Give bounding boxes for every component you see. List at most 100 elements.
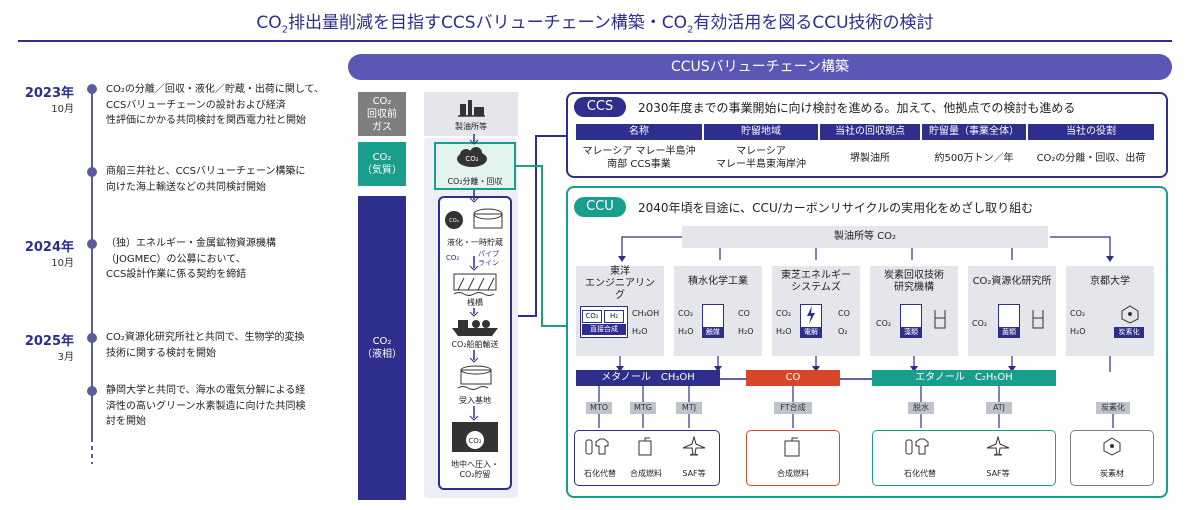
- pier-label: 桟橋: [467, 298, 483, 307]
- ccs-td-role: CO₂の分離・回収、出荷: [1036, 152, 1146, 164]
- process-label: 菌類: [998, 327, 1020, 338]
- route-mtg: MTG: [630, 402, 656, 414]
- timeline-month: 10月: [51, 104, 74, 115]
- ccs-th-role: 当社の役割: [1028, 124, 1154, 140]
- ship-icon: [452, 320, 498, 336]
- route-dehydrate: 脱水: [908, 402, 934, 414]
- ccu-source: 製油所等 CO₂: [682, 226, 1048, 248]
- output-1: CO: [838, 309, 850, 318]
- tank-icon: CO₂: [445, 208, 503, 229]
- storage-label: 地中へ圧入・ CO₂貯留: [451, 460, 499, 479]
- input-1: CO₂: [678, 309, 694, 318]
- input-h2: H₂: [604, 310, 624, 323]
- chain-connectors: [516, 135, 566, 327]
- input-2: H₂O: [678, 327, 694, 336]
- output-1: CO: [738, 309, 750, 318]
- timeline-entry: CO₂の分離／回収・液化／貯蔵・出荷に関して、CCSバリューチェーンの設計および…: [106, 84, 325, 126]
- page-title: CO2排出量削減を目指すCCSバリューチェーン構築・CO2有効活用を図るCCU技…: [256, 13, 934, 36]
- ccs-th-name: 名称: [576, 124, 702, 140]
- timeline-entry: CO₂資源化研究所社と共同で、生物学的変換技術に関する検討を開始: [106, 332, 305, 359]
- stage-gas: CO₂ （気質）: [358, 142, 406, 186]
- ccu-tag: CCU: [574, 197, 626, 217]
- route-ft: FT合成: [774, 402, 812, 414]
- source-arrows: [618, 236, 1114, 262]
- product-ethanol: エタノール C₂H₅OH: [872, 370, 1056, 386]
- ccus-banner: CCUSバリューチェーン構築: [348, 54, 1172, 80]
- svg-text:CO₂: CO₂: [449, 218, 458, 224]
- company-name: 京都大学: [1090, 276, 1130, 287]
- ship-label: CO₂船舶輸送: [451, 340, 499, 349]
- timeline-dot: [87, 84, 97, 94]
- route-carbonize: 炭素化: [1096, 402, 1130, 414]
- terminal-label: 受入基地: [459, 396, 491, 405]
- svg-text:CO₂: CO₂: [468, 437, 481, 445]
- route-mtj: MTJ: [676, 402, 702, 414]
- carbon-structure-icon: [1103, 437, 1121, 456]
- final-saf-eth: SAF等: [986, 469, 1010, 478]
- ccs-td-base: 堺製油所: [850, 152, 890, 164]
- bottle-shirt-icon: [585, 438, 609, 455]
- beaker-icon: [934, 310, 946, 329]
- storage-icon: CO₂: [452, 422, 498, 452]
- process-label: 直接合成: [582, 324, 626, 335]
- final-carbon: 炭素材: [1100, 469, 1124, 478]
- ccs-th-base: 当社の回収拠点: [820, 124, 920, 140]
- process-label: 藻類: [900, 327, 922, 338]
- lightning-icon: [807, 306, 815, 324]
- separation-label: CO₂分離・回収: [447, 177, 503, 186]
- beaker-icon: [1032, 310, 1044, 329]
- bottle-shirt-icon: [905, 438, 929, 455]
- input-1: CO₂: [776, 309, 792, 318]
- input-2: H₂O: [1070, 327, 1086, 336]
- company-kyoto: [1066, 266, 1154, 356]
- input-co2: CO₂: [582, 310, 602, 323]
- final-carbon-box: [1070, 430, 1154, 486]
- timeline-month: 3月: [57, 352, 74, 363]
- product-links: [720, 378, 872, 380]
- process-label: 炭素化: [1114, 327, 1144, 338]
- liquefy-label: 液化・一時貯蔵: [447, 238, 503, 247]
- co2-cloud-icon: CO₂: [457, 147, 487, 167]
- stage-pre-capture: CO₂ 回収前 ガス: [358, 92, 406, 136]
- fuel-can-icon: [784, 437, 800, 457]
- timeline-year: 2023年: [24, 86, 74, 101]
- ccs-td-region: マレーシア マレー半島東海岸沖: [716, 146, 806, 170]
- product-co: CO: [746, 370, 840, 386]
- timeline-dot: [87, 239, 97, 249]
- timeline-month: 10月: [51, 258, 74, 269]
- route-atj: ATJ: [986, 402, 1012, 414]
- process-label: 電解: [800, 327, 822, 338]
- final-fuel-co: 合成燃料: [777, 469, 809, 478]
- chain-arrows: [469, 134, 479, 421]
- timeline-entry: 商船三井社と、CCSバリューチェーン構築に向けた海上輸送などの共同検討開始: [106, 166, 306, 193]
- timeline-entry: （独）エネルギー・金属鉱物資源機構（JOGMEC）の公募において、CCS設計作業…: [106, 238, 276, 280]
- final-co-box: [746, 430, 840, 486]
- ccs-th-volume: 貯留量（事業全体）: [922, 124, 1026, 140]
- input-1: CO₂: [972, 319, 988, 328]
- timeline-dot: [87, 386, 97, 396]
- fuel-can-icon: [638, 437, 652, 456]
- product-arrows: [616, 356, 1111, 372]
- ccs-tag: CCS: [574, 97, 626, 117]
- final-fuel: 合成燃料: [630, 469, 662, 478]
- svg-text:CO₂: CO₂: [465, 155, 478, 163]
- final-petro: 石化代替: [584, 469, 616, 478]
- route-mto: MTO: [586, 402, 612, 414]
- ccu-headline: 2040年頃を目途に、CCU/カーボンリサイクルの実用化をめざし取り組む: [638, 201, 1034, 215]
- output-1: CH₃OH: [632, 309, 660, 318]
- company-name: 炭素回収技術 研究機構: [884, 270, 944, 293]
- final-petro-eth: 石化代替: [904, 469, 936, 478]
- final-saf: SAF等: [682, 469, 706, 478]
- output-2: O₂: [838, 327, 848, 336]
- company-name: 積水化学工業: [688, 276, 748, 287]
- final-ethanol-box: [872, 430, 1056, 486]
- output-2: H₂O: [632, 327, 648, 336]
- ccu-section: [566, 186, 1168, 498]
- timeline-line: [91, 86, 93, 442]
- terminal-icon: [457, 365, 492, 390]
- route-arrows: [598, 386, 1114, 428]
- company-name: 東芝エネルギー システムズ: [781, 270, 851, 293]
- pipe-co2-label: CO₂: [446, 254, 460, 262]
- timeline-year: 2025年: [24, 334, 74, 349]
- input-1: CO₂: [876, 319, 892, 328]
